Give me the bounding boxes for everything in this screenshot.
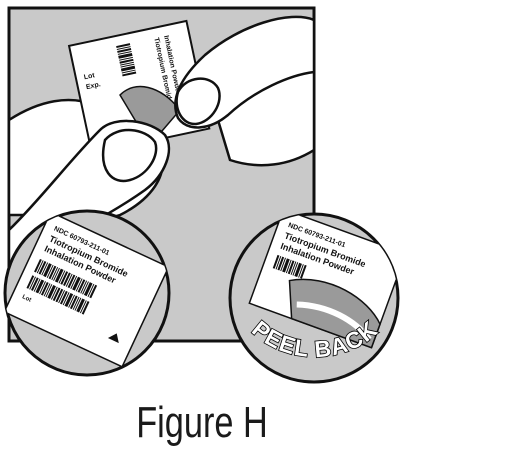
- thumb-nail-left: [102, 128, 158, 183]
- label-lot-text: Lot: [83, 72, 96, 81]
- left-lot-text: Lot: [21, 294, 32, 303]
- figure-caption: Figure H: [136, 398, 268, 447]
- main-frame: Lot Exp. Tiotropium Bromide Inhalation P…: [7, 6, 316, 343]
- detail-circle-left: NDC 60793-211-01 Tiotropium Bromide Inha…: [3, 209, 171, 377]
- thumb-nail-right: [175, 77, 221, 126]
- detail-circle-right: NDC 60793-211-01 Tiotropium Bromide Inha…: [228, 212, 400, 384]
- label-exp-text: Exp.: [85, 81, 101, 91]
- peel-arrow-icon: [107, 333, 119, 344]
- instruction-illustration: Lot Exp. Tiotropium Bromide Inhalation P…: [3, 6, 400, 384]
